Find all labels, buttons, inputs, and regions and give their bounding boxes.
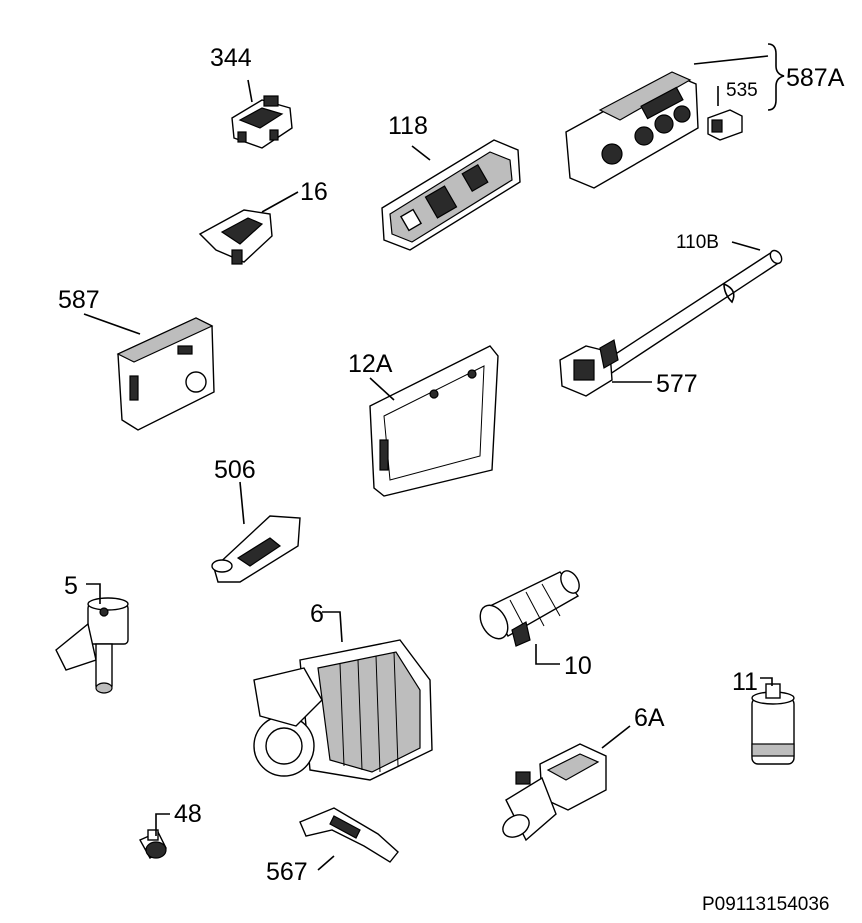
part-577[interactable] [83,313,215,431]
part-118[interactable] [381,139,521,251]
label-587A: 587A [786,64,845,92]
part-10[interactable] [475,568,583,665]
label-344: 344 [210,44,252,72]
label-6: 6 [310,600,324,628]
part-11[interactable] [751,677,795,765]
part-506[interactable] [211,481,301,583]
part-6[interactable] [253,611,433,781]
part-587A[interactable] [565,43,785,189]
part-5[interactable] [55,583,129,694]
part-16[interactable] [198,191,299,265]
label-577: 587 [58,286,100,314]
part-344[interactable] [231,79,293,149]
part-6A[interactable] [499,725,631,842]
label-10: 10 [564,652,592,680]
part-535[interactable] [707,86,743,141]
part-48[interactable] [139,813,170,859]
part-587[interactable] [369,345,499,497]
label-5: 5 [64,572,78,600]
label-12A: 577 [656,370,698,398]
part-12A[interactable] [559,339,652,397]
label-567: 567 [266,858,308,886]
label-587: 12A [348,350,393,378]
label-506: 506 [214,456,256,484]
label-110B: 110B [676,232,719,253]
part-567[interactable] [299,807,399,871]
label-118: 118 [388,112,428,140]
diagram-code: P09113154036 [702,894,830,915]
label-535: 535 [726,80,758,101]
label-48: 48 [174,800,202,828]
label-6A: 6A [634,704,665,732]
label-16: 16 [300,178,328,206]
label-11: 11 [732,668,758,696]
part-110B[interactable] [586,241,784,383]
